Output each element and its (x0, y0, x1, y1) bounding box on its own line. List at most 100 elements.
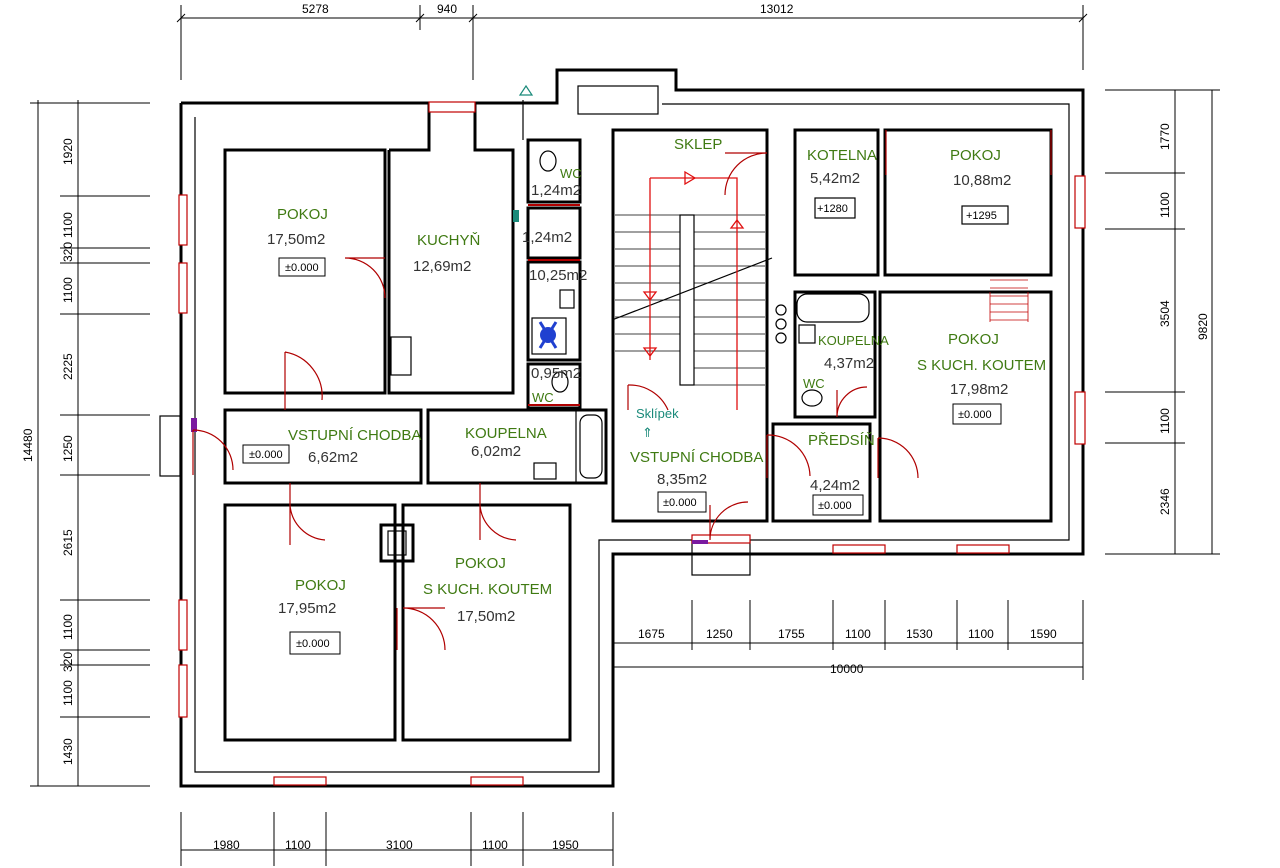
dim-r-4: 1100 (1158, 408, 1172, 434)
room-label-2: S KUCH. KOUTEM (917, 357, 1046, 374)
room-label: WC (532, 390, 554, 405)
doors (192, 130, 1052, 651)
room-label: KOUPELNA (818, 333, 889, 348)
dim-br-total: 10000 (830, 662, 864, 676)
level-mark: ±0.000 (958, 409, 992, 421)
room-koupelna-1: KOUPELNA 6,02m2 (465, 425, 547, 460)
level-mark: ±0.000 (249, 449, 283, 461)
dim-top-2: 940 (437, 2, 457, 16)
room-pantry: 10,25m2 (529, 267, 587, 284)
level-mark: ±0.000 (296, 638, 330, 650)
arrow-up-icon: ⇑ (642, 425, 653, 440)
dim-br-5: 1530 (906, 627, 933, 641)
room-pokoj-2: POKOJ 17,95m2 ±0.000 (278, 577, 346, 655)
room-label-2: S KUCH. KOUTEM (423, 581, 552, 598)
room-area: 6,62m2 (308, 449, 358, 466)
room-pokoj-kuch-1: POKOJ S KUCH. KOUTEM 17,50m2 (423, 555, 552, 625)
room-sklep: SKLEP (674, 136, 722, 153)
room-pokoj-kuch-2: POKOJ S KUCH. KOUTEM 17,98m2 ±0.000 (917, 331, 1046, 425)
dim-l-1: 1920 (61, 138, 75, 165)
room-hall-small: 1,24m2 (522, 229, 572, 246)
room-area: 12,69m2 (413, 258, 471, 275)
room-area: 5,42m2 (810, 170, 860, 187)
room-predsin: PŘEDSÍŇ 4,24m2 ±0.000 (808, 432, 875, 516)
staircase (611, 170, 1029, 410)
dim-l-2: 1100 (61, 212, 75, 238)
dim-l-4: 1100 (61, 277, 75, 303)
room-area: 17,98m2 (950, 381, 1008, 398)
dim-br-4: 1100 (845, 627, 871, 641)
room-pokoj-3: POKOJ 10,88m2 +1295 (950, 147, 1011, 222)
dim-l-10: 1100 (61, 680, 75, 706)
room-area: 1,24m2 (522, 229, 572, 246)
room-label: POKOJ (277, 206, 328, 223)
dim-top-3: 13012 (760, 2, 794, 16)
dim-r-2: 1100 (1158, 192, 1172, 218)
dim-bl-4: 1100 (482, 838, 508, 852)
right-dimension-line: 1770 1100 3504 1100 2346 9820 (1105, 89, 1220, 555)
room-label: SKLEP (674, 136, 722, 153)
dim-bl-1: 1980 (213, 838, 240, 852)
room-area: 17,95m2 (278, 600, 336, 617)
bottom-right-dimension-line: 1675 1250 1755 1100 1530 1100 1590 10000 (612, 600, 1084, 680)
room-sklipek: Sklípek ⇑ (636, 406, 679, 440)
dim-br-7: 1590 (1030, 627, 1057, 641)
dim-l-3: 320 (61, 242, 75, 262)
dim-l-5: 2225 (61, 353, 75, 380)
room-area: 10,88m2 (953, 172, 1011, 189)
room-area: 17,50m2 (267, 231, 325, 248)
dim-bl-5: 1950 (552, 838, 579, 852)
room-wc-1: WC 1,24m2 (531, 166, 582, 199)
dim-br-2: 1250 (706, 627, 733, 641)
dim-r-5: 2346 (1158, 488, 1172, 515)
room-area: 1,24m2 (531, 182, 581, 199)
room-label: KOUPELNA (465, 425, 547, 442)
dim-l-9: 320 (61, 652, 75, 672)
left-dimension-line: 1920 1100 320 1100 2225 1250 2615 1100 3… (21, 100, 150, 787)
dim-bl-2: 1100 (285, 838, 311, 852)
room-kuchyn: KUCHYŇ 12,69m2 (413, 232, 480, 275)
room-pokoj-1: POKOJ 17,50m2 ±0.000 (267, 206, 328, 277)
room-koupelna-2: KOUPELNA 4,37m2 WC (803, 333, 889, 391)
left-wing-rooms (159, 84, 608, 742)
level-mark: ±0.000 (818, 500, 852, 512)
room-label: WC (560, 166, 582, 181)
room-label: VSTUPNÍ CHODBA (288, 427, 421, 444)
dim-l-total: 14480 (21, 428, 35, 462)
outer-walls (179, 68, 1085, 788)
windows (178, 101, 1086, 786)
level-mark: ±0.000 (285, 262, 319, 274)
room-label: Sklípek (636, 406, 679, 421)
room-label: POKOJ (295, 577, 346, 594)
dim-br-6: 1100 (968, 627, 994, 641)
dim-l-6: 1250 (61, 435, 75, 462)
dim-br-1: 1675 (638, 627, 665, 641)
bottom-left-dimension-line: 1980 1100 3100 1100 1950 (180, 812, 614, 866)
right-wing-rooms (611, 128, 1053, 576)
room-vstupni-chodba-1: VSTUPNÍ CHODBA 6,62m2 ±0.000 (242, 427, 421, 466)
level-mark: ±0.000 (663, 497, 697, 509)
level-mark: +1280 (817, 203, 848, 215)
room-label: KUCHYŇ (417, 232, 480, 249)
room-label: PŘEDSÍŇ (808, 432, 875, 449)
dim-r-total: 9820 (1196, 313, 1210, 340)
room-label-1: POKOJ (948, 331, 999, 348)
room-label: POKOJ (950, 147, 1001, 164)
room-kotelna: KOTELNA 5,42m2 +1280 (807, 147, 877, 215)
room-label: KOTELNA (807, 147, 877, 164)
room-area: 10,25m2 (529, 267, 587, 284)
dim-r-3: 3504 (1158, 300, 1172, 327)
room-label-1: POKOJ (455, 555, 506, 572)
dim-top-1: 5278 (302, 2, 329, 16)
dim-bl-3: 3100 (386, 838, 413, 852)
dim-br-3: 1755 (778, 627, 805, 641)
level-mark: +1295 (966, 210, 997, 222)
room-label: VSTUPNÍ CHODBA (630, 449, 763, 466)
room-area: 4,24m2 (810, 477, 860, 494)
dim-l-11: 1430 (61, 738, 75, 765)
dim-l-7: 2615 (61, 529, 75, 556)
room-area: 4,37m2 (824, 355, 874, 372)
room-vstupni-chodba-2: VSTUPNÍ CHODBA 8,35m2 ±0.000 (630, 449, 763, 513)
dim-l-8: 1100 (61, 614, 75, 640)
